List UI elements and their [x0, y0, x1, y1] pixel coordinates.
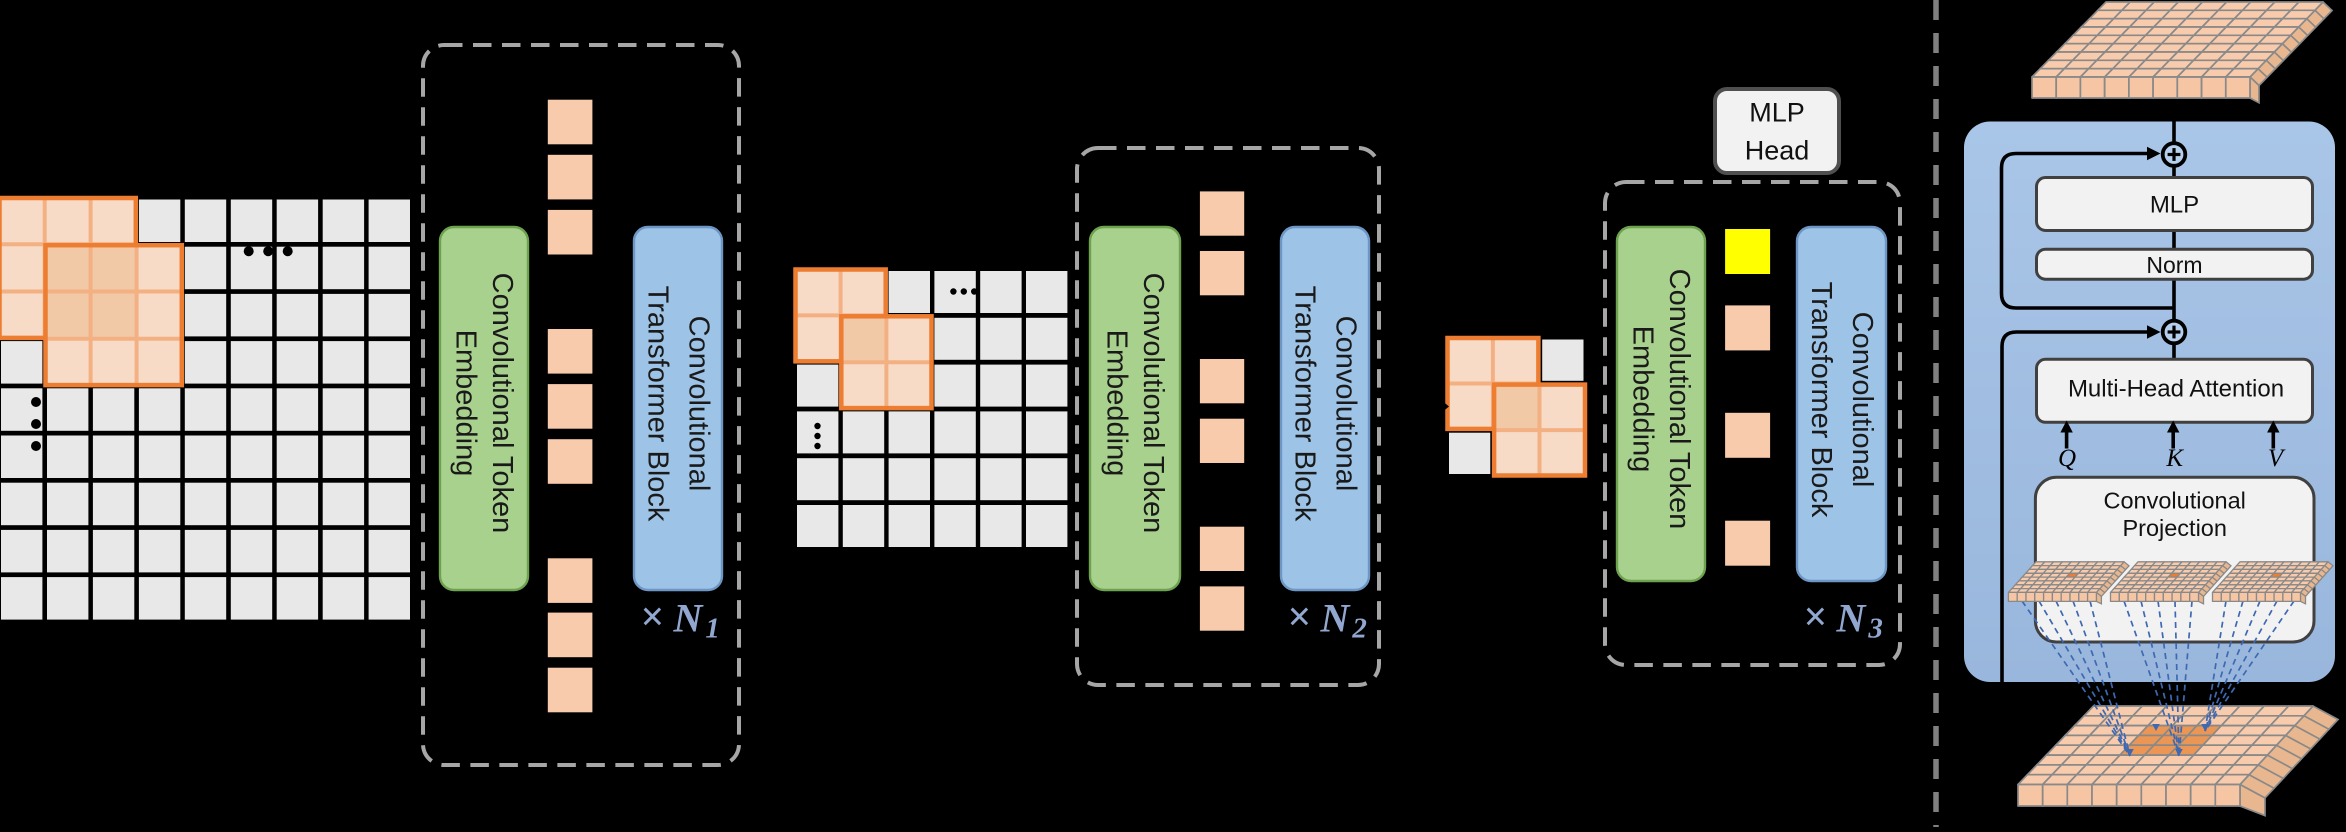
svg-text:×N1: ×N1 [641, 594, 720, 644]
svg-text:MLP: MLP [1749, 98, 1805, 128]
svg-text:Convolutional Token: Convolutional Token [1137, 273, 1169, 534]
svg-text:Convolutional Token: Convolutional Token [486, 273, 518, 534]
svg-text:Embedding: Embedding [1626, 326, 1658, 473]
svg-text:Multi-Head Attention: Multi-Head Attention [2068, 376, 2284, 403]
svg-text:Convolutional: Convolutional [682, 316, 714, 492]
svg-text:Transformer Block: Transformer Block [1805, 282, 1837, 518]
svg-text:Convolutional: Convolutional [1846, 312, 1878, 488]
svg-text:MLP: MLP [2150, 192, 2199, 219]
svg-text:Convolutional: Convolutional [1329, 316, 1361, 492]
svg-text:Transformer Block: Transformer Block [641, 286, 673, 522]
svg-text:Convolutional Token: Convolutional Token [1663, 269, 1695, 530]
svg-text:Head: Head [1745, 136, 1810, 166]
svg-text:Embedding: Embedding [1100, 330, 1132, 477]
svg-text:K: K [2165, 445, 2184, 472]
svg-text:Convolutional: Convolutional [2103, 488, 2245, 514]
svg-text:×N3: ×N3 [1804, 594, 1883, 644]
svg-text:Q: Q [2058, 445, 2076, 472]
svg-text:Embedding: Embedding [449, 330, 481, 477]
svg-text:Norm: Norm [2146, 252, 2202, 278]
svg-text:V: V [2268, 445, 2286, 472]
svg-text:Projection: Projection [2122, 515, 2227, 541]
svg-text:Transformer Block: Transformer Block [1288, 286, 1320, 522]
svg-text:×N2: ×N2 [1288, 594, 1367, 644]
